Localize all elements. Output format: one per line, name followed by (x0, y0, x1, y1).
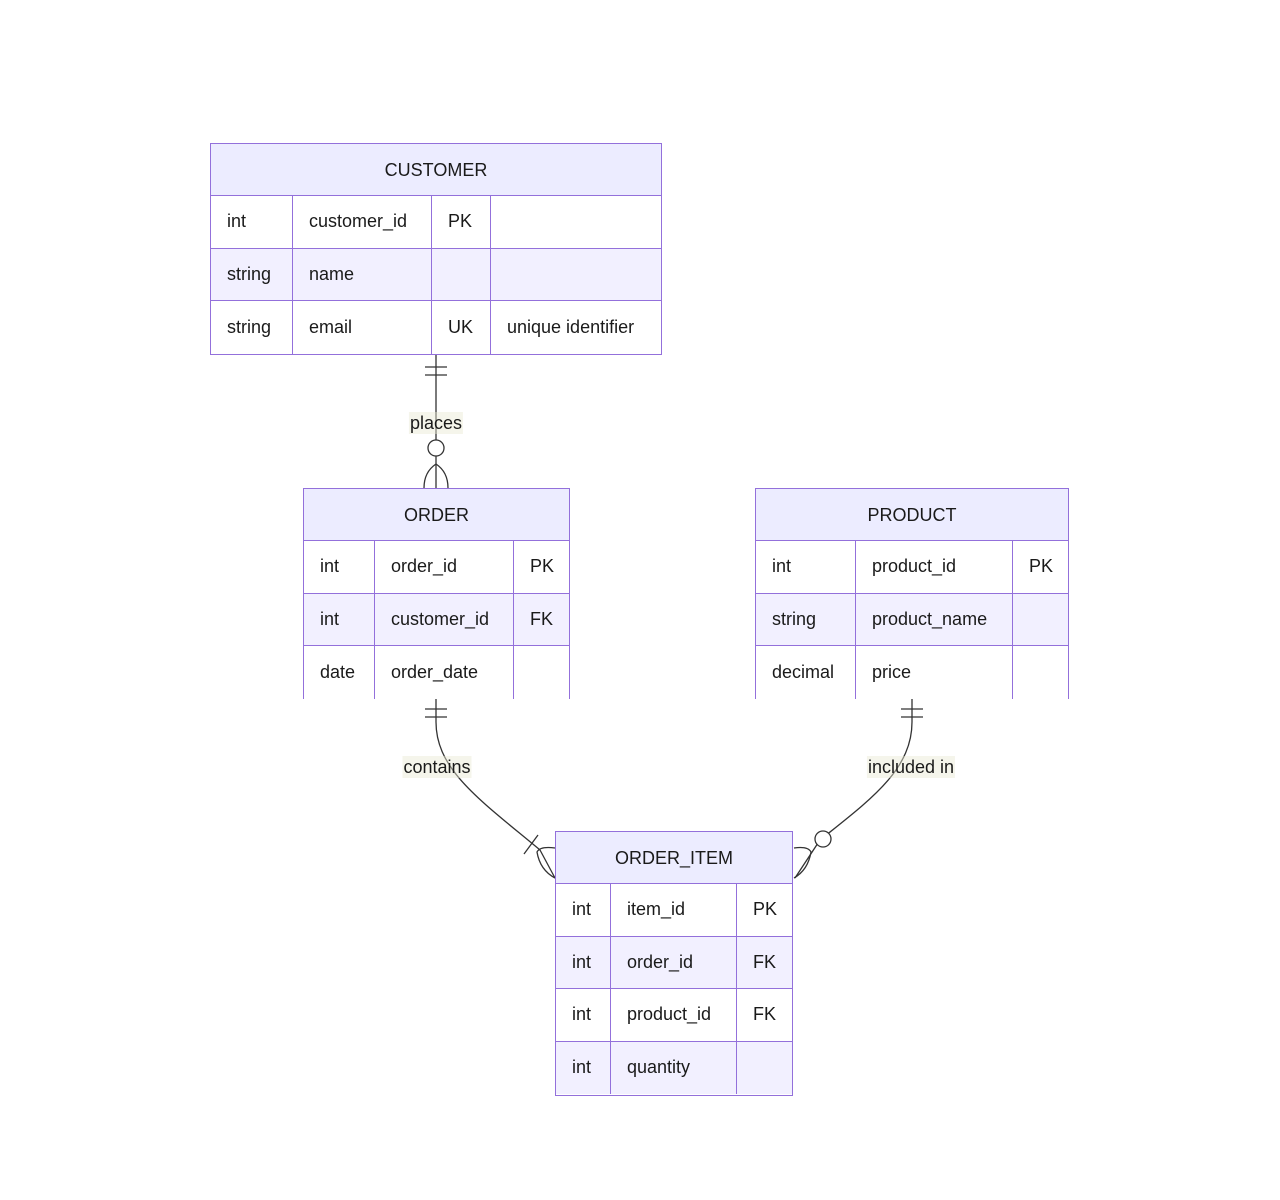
edge-included-crowfoot (793, 846, 812, 879)
edge-included-zero-circle (814, 830, 832, 848)
attribute-row: int customer_id PK (211, 196, 661, 249)
entity-title: ORDER_ITEM (556, 832, 792, 884)
attribute-type: int (756, 541, 856, 593)
entity-title: PRODUCT (756, 489, 1068, 541)
attribute-comment (491, 196, 661, 248)
attribute-type: string (211, 248, 293, 300)
attribute-key: FK (753, 1004, 777, 1025)
attribute-row: string product_name (756, 593, 1068, 646)
entity-title: CUSTOMER (211, 144, 661, 196)
attribute-row: string email UK unique identifier (211, 301, 661, 354)
edge-included-in (794, 699, 913, 879)
entity-title: ORDER (304, 489, 569, 541)
attribute-comment: unique identifier (507, 316, 635, 337)
attribute-type: int (556, 989, 611, 1041)
attribute-name: order_id (375, 541, 514, 593)
attribute-row: int item_id PK (556, 884, 792, 937)
attribute-name: product_name (856, 593, 1013, 645)
attribute-name: order_id (611, 936, 737, 988)
attribute-name: quantity (611, 1041, 737, 1094)
attribute-name: email (293, 301, 432, 354)
relationship-label-included-in: included in (866, 756, 956, 778)
attribute-row: int product_id FK (556, 989, 792, 1042)
attribute-comment (491, 249, 661, 301)
attribute-key: FK (530, 608, 554, 629)
edge-places-crowfoot (423, 463, 449, 489)
attribute-name: customer_id (375, 593, 514, 645)
attribute-name: price (856, 646, 1013, 699)
attribute-key (514, 646, 569, 699)
attribute-row: decimal price (756, 646, 1068, 699)
edge-contains-crowfoot (536, 846, 556, 879)
attribute-key: PK (432, 196, 491, 248)
attribute-key: PK (1029, 556, 1054, 577)
attribute-name: item_id (611, 884, 737, 936)
attribute-row: int quantity (556, 1041, 792, 1095)
attribute-type: int (304, 541, 375, 593)
attribute-type: int (211, 196, 293, 248)
attribute-type: int (556, 884, 611, 936)
attribute-key: FK (753, 951, 777, 972)
entity-order[interactable]: ORDER int order_id PK int customer_id FK… (303, 488, 570, 699)
attribute-row: int product_id PK (756, 541, 1068, 594)
attribute-type: date (304, 646, 375, 699)
attribute-row: int customer_id FK (304, 593, 569, 646)
attribute-name: product_id (611, 989, 737, 1041)
attribute-key: PK (530, 556, 555, 577)
attribute-row: int order_id FK (556, 936, 792, 989)
attribute-key (737, 1042, 792, 1095)
entity-customer[interactable]: CUSTOMER int customer_id PK string name … (210, 143, 662, 355)
attribute-type: int (556, 1041, 611, 1094)
attribute-row: int order_id PK (304, 541, 569, 594)
attribute-row: date order_date (304, 646, 569, 699)
attribute-type: string (756, 593, 856, 645)
edge-contains-one-bar (523, 834, 539, 855)
attribute-key: UK (432, 301, 491, 354)
attribute-name: product_id (856, 541, 1013, 593)
relationship-label-places: places (408, 412, 464, 434)
entity-order-item[interactable]: ORDER_ITEM int item_id PK int order_id F… (555, 831, 793, 1096)
edge-places-zero-circle (427, 439, 445, 457)
attribute-type: string (211, 301, 293, 354)
edge-contains (435, 699, 556, 879)
relationship-label-contains: contains (402, 756, 472, 778)
attribute-type: decimal (756, 646, 856, 699)
attribute-type: int (304, 593, 375, 645)
attribute-name: order_date (375, 646, 514, 699)
attribute-key: PK (753, 899, 778, 920)
attribute-key (432, 248, 491, 300)
attribute-name: name (293, 248, 432, 300)
attribute-row: string name (211, 248, 661, 301)
attribute-key (1013, 594, 1068, 646)
attribute-key (1013, 646, 1068, 699)
entity-product[interactable]: PRODUCT int product_id PK string product… (755, 488, 1069, 699)
attribute-name: customer_id (293, 196, 432, 248)
attribute-type: int (556, 936, 611, 988)
